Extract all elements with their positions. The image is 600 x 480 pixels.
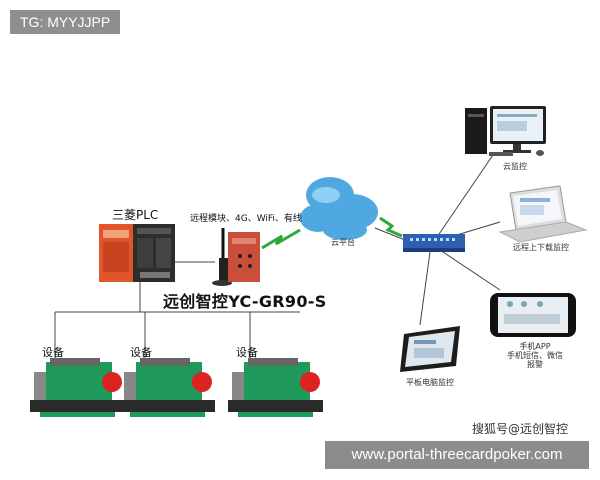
watermark-url: www.portal-threecardpoker.com bbox=[325, 441, 589, 469]
mobile-phone-icon bbox=[490, 293, 576, 337]
cloud-monitor-label: 云监控 bbox=[503, 162, 527, 171]
tablet-label: 平板电脑监控 bbox=[406, 378, 454, 387]
device-label-3: 设备 bbox=[236, 346, 258, 359]
module-label: 远程模块、4G、WiFi、有线 bbox=[190, 214, 302, 224]
tablet-icon bbox=[400, 326, 460, 372]
watermark-tag: TG: MYYJJPP bbox=[10, 10, 121, 34]
machine-1-icon bbox=[30, 358, 125, 417]
plc-label: 三菱PLC bbox=[112, 208, 159, 222]
cloud-icon bbox=[300, 177, 378, 240]
mobile-alarm-label: 报警 bbox=[527, 360, 543, 369]
plc-icon bbox=[99, 224, 175, 282]
gateway-icon bbox=[212, 228, 260, 286]
wireless-signal-icon bbox=[261, 228, 301, 250]
machine-3-icon bbox=[228, 358, 323, 417]
desktop-computer-icon bbox=[465, 106, 546, 156]
cloud-platform-label: 云平台 bbox=[331, 238, 355, 247]
device-label-2: 设备 bbox=[130, 346, 152, 359]
sohu-credit: 搜狐号@远创智控 bbox=[472, 422, 569, 436]
laptop-icon bbox=[498, 185, 588, 243]
connection-lines bbox=[54, 151, 501, 368]
mobile-app-label: 手机APP bbox=[519, 342, 551, 351]
network-switch-icon bbox=[403, 234, 465, 252]
machine-2-icon bbox=[120, 358, 215, 417]
remote-download-label: 远程上下载监控 bbox=[513, 243, 569, 252]
brand-label: 远创智控YC-GR90-S bbox=[163, 292, 327, 311]
device-label-1: 设备 bbox=[42, 346, 64, 359]
wireless-signal-icon-2 bbox=[379, 216, 403, 238]
mobile-sms-label: 手机短信、微信 bbox=[507, 351, 563, 360]
